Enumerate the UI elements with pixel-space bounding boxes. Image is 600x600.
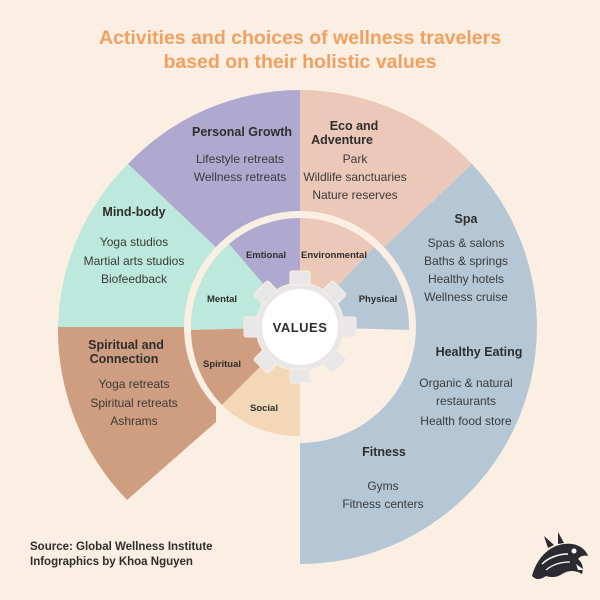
mind-body-item: Yoga studios [100,235,168,249]
healthy-eating-item: Health food store [420,414,512,428]
mind-body-group: Mind-body Yoga studios Martial arts stud… [84,205,185,286]
spa-item: Spas & salons [428,236,505,250]
creature-logo-icon [532,532,588,579]
source-credit: Source: Global Wellness Institute Infogr… [30,540,213,570]
spiritual-item: Yoga retreats [99,377,170,391]
spa-title: Spa [455,212,479,226]
spiritual-item: Ashrams [110,414,157,428]
eco-title-line-1: Eco and [330,119,379,133]
fitness-title: Fitness [362,445,406,459]
spiritual-title-line-1: Spiritual and [88,338,164,352]
inner-label-social: Social [250,403,278,414]
inner-label-emotional: Emtional [246,250,286,261]
healthy-eating-item: Organic & natural [419,376,512,390]
source-line: Source: Global Wellness Institute [30,541,213,553]
mind-body-title: Mind-body [102,205,165,219]
title-line-2: based on their holistic values [163,51,437,73]
mind-body-item: Biofeedback [101,272,168,286]
spiritual-title-line-2: Connection [90,352,159,366]
healthy-eating-title: Healthy Eating [436,345,523,359]
center-label: VALUES [273,320,328,335]
healthy-eating-group: Healthy Eating Organic & natural restaur… [419,345,522,428]
inner-label-environmental: Environmental [301,250,367,261]
spa-group: Spa Spas & salons Baths & springs Health… [424,212,508,304]
sector-spiritual-connection [57,327,217,500]
diagram-title: Activities and choices of wellness trave… [0,26,600,74]
mind-body-item: Martial arts studios [84,254,185,268]
sector-spa-eating-fitness [300,164,537,564]
eco-adventure-group: Eco and Adventure Park Wildlife sanctuar… [303,119,406,202]
spiritual-item: Spiritual retreats [90,396,177,410]
inner-label-spiritual: Spiritual [203,359,241,370]
personal-growth-title: Personal Growth [192,125,292,139]
fitness-item: Fitness centers [342,497,423,511]
healthy-eating-item: restaurants [436,394,496,408]
inner-label-physical: Physical [359,294,398,305]
title-line-1: Activities and choices of wellness trave… [98,27,502,49]
personal-growth-item: Lifestyle retreats [196,152,284,166]
fitness-group: Fitness Gyms Fitness centers [342,445,423,511]
eco-title-line-2: Adventure [311,133,373,147]
center-circle [262,289,338,365]
credit-line: Infographics by Khoa Nguyen [30,556,193,568]
inner-label-mental: Mental [207,294,237,305]
eco-item: Wildlife sanctuaries [303,170,406,184]
spa-item: Healthy hotels [428,272,504,286]
fitness-item: Gyms [367,479,398,493]
personal-growth-item: Wellness retreats [194,170,286,184]
spiritual-connection-group: Spiritual and Connection Yoga retreats S… [88,338,178,428]
spa-item: Baths & springs [424,254,508,268]
eco-item: Nature reserves [312,188,397,202]
eco-item: Park [343,152,369,166]
spa-item: Wellness cruise [424,290,508,304]
personal-growth-group: Personal Growth Lifestyle retreats Welln… [192,125,292,184]
